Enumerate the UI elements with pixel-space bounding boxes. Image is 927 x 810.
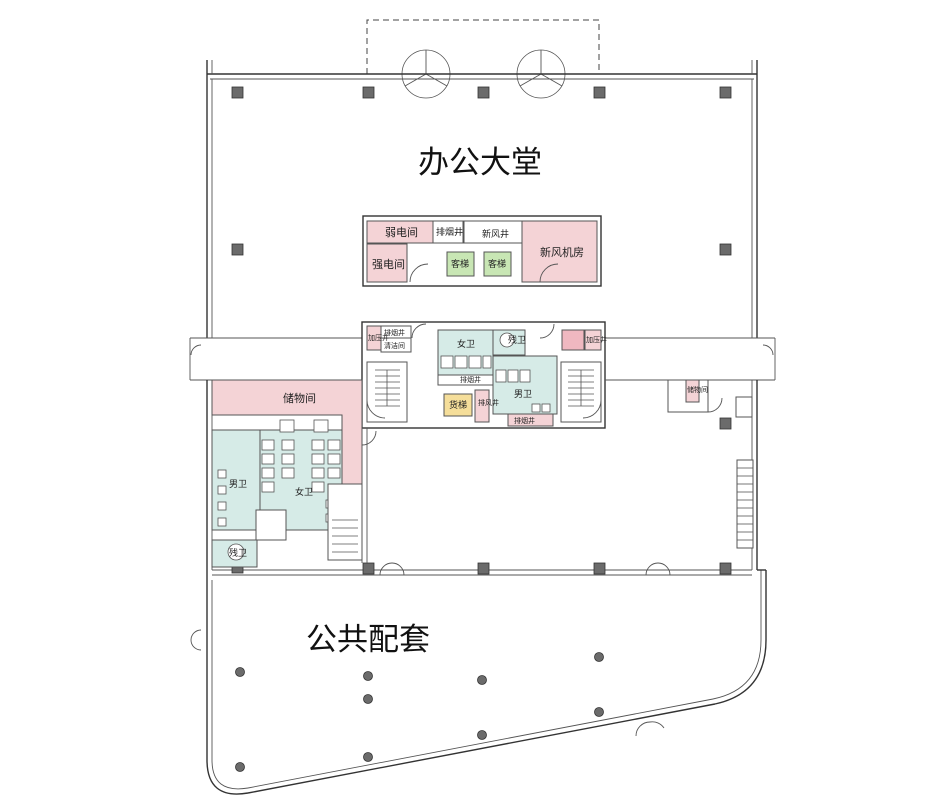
smoke-exhaust-bottom-label: 排烟井 xyxy=(514,416,535,425)
stair-left xyxy=(366,361,408,423)
passenger-elevator-1 xyxy=(446,251,475,277)
building-outline xyxy=(189,60,776,795)
passenger-elevator-2-label: 客梯 xyxy=(488,258,506,270)
toilet-stalls-womens xyxy=(440,355,492,369)
weak-current-room-label: 弱电间 xyxy=(385,226,418,239)
office-lobby-label: 办公大堂 xyxy=(418,145,542,181)
pressurization-shaft-left-label: 加压井 xyxy=(368,333,389,342)
fresh-air-machine-room-label: 新风机房 xyxy=(540,245,584,259)
smoke-exhaust-shaft-label: 排烟井 xyxy=(436,226,463,238)
stair-right xyxy=(560,361,602,423)
fresh-air-machine-room xyxy=(521,220,598,283)
strong-current-room-label: 强电间 xyxy=(372,258,405,271)
strong-current-room xyxy=(366,243,408,283)
inner-partitions xyxy=(361,379,752,563)
mens-restroom-west-label: 男卫 xyxy=(229,479,247,490)
freight-elevator-label: 货梯 xyxy=(449,399,467,411)
cleaning-room-label: 清洁间 xyxy=(384,341,405,350)
mens-restroom-west xyxy=(211,429,261,531)
mid-doors xyxy=(190,344,774,737)
public-facilities-label: 公共配套 xyxy=(306,622,430,658)
freight-elevator xyxy=(443,393,473,417)
accessible-restroom-core-label: 残卫 xyxy=(508,334,526,346)
accessible-restroom-west-label: 残卫 xyxy=(229,547,247,559)
side-storage-label: 储物间 xyxy=(687,385,708,394)
cleaning-room xyxy=(380,337,412,353)
exhaust-shaft-label: 排风井 xyxy=(478,398,499,407)
smoke-exhaust-left-label: 排烟井 xyxy=(384,328,405,337)
stair-east xyxy=(736,459,754,549)
upper-core xyxy=(362,215,602,287)
smoke-exhaust-mid-label: 排烟井 xyxy=(460,375,481,384)
exhaust-shaft xyxy=(474,389,490,423)
smoke-exhaust-shaft xyxy=(432,220,464,244)
pressurization-shaft-right-label: 加压井 xyxy=(586,335,607,344)
side-storage xyxy=(667,379,753,418)
entrance-canopy xyxy=(366,19,600,74)
storage-room-label: 储物间 xyxy=(283,391,316,405)
womens-restroom-core-label: 女卫 xyxy=(457,338,475,350)
public-columns xyxy=(235,652,604,772)
west-block xyxy=(211,379,377,568)
service-core xyxy=(361,321,606,429)
fresh-air-shaft-label: 新风井 xyxy=(482,228,509,240)
smoke-exhaust-bottom xyxy=(507,413,554,427)
stair-west xyxy=(327,483,363,561)
mens-restroom-core-label: 男卫 xyxy=(514,389,532,400)
pressurization-shaft-right xyxy=(584,329,602,351)
passenger-elevator-1-label: 客梯 xyxy=(451,258,469,270)
urinals-mens xyxy=(495,369,551,413)
passenger-elevator-2 xyxy=(483,251,512,277)
womens-restroom-west-label: 女卫 xyxy=(295,486,313,498)
